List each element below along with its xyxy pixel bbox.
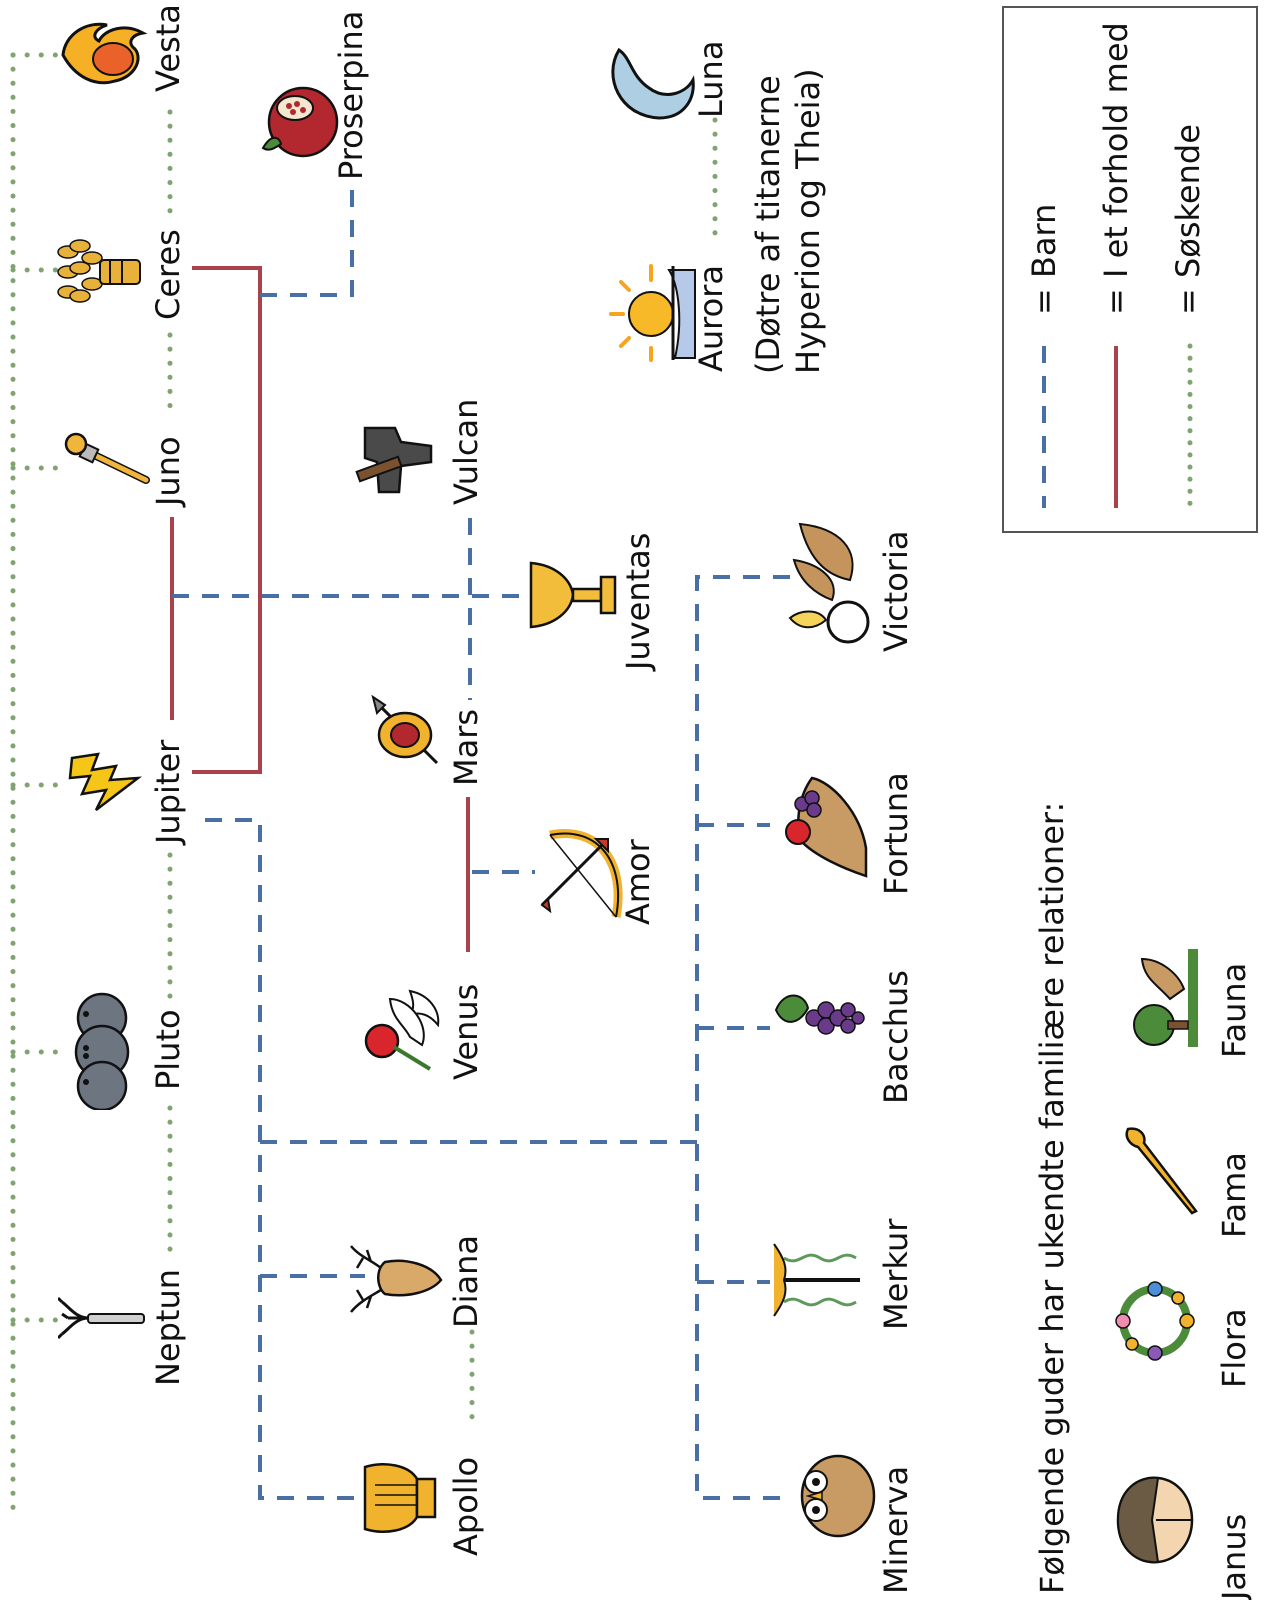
chariot-icon	[788, 522, 870, 644]
cerberus-icon	[74, 992, 130, 1110]
two-faces-icon	[1116, 1476, 1194, 1564]
fawn-forest-icon	[1133, 949, 1198, 1047]
sibling-lines	[10, 52, 718, 1523]
trumpet-icon	[1125, 1127, 1198, 1215]
anvil-icon	[355, 426, 433, 494]
bow-arrow-icon	[540, 829, 623, 918]
spear-shield-icon	[371, 695, 439, 765]
goblet-icon	[529, 561, 617, 629]
relationship-lines	[170, 266, 470, 952]
trident-icon	[58, 1296, 145, 1340]
pomegranate-icon	[261, 86, 339, 158]
relationship-jupiter-ceres	[192, 266, 262, 774]
legend-swatches	[1042, 343, 1193, 511]
wheat-icon	[57, 239, 141, 303]
lyre-icon	[363, 1463, 437, 1533]
flower-wreath-icon	[1115, 1281, 1195, 1361]
dove-rose-icon	[364, 989, 440, 1071]
scepter-icon	[64, 432, 150, 484]
sunrise-icon	[609, 264, 696, 362]
child-right-spine	[695, 575, 790, 1500]
lightning-icon	[68, 752, 143, 811]
child-jupiter-spine	[205, 818, 360, 1500]
owl-icon	[800, 1454, 876, 1538]
child-proserpina	[260, 178, 354, 297]
deer-icon	[350, 1245, 443, 1313]
legend	[1002, 6, 1258, 533]
child-lines	[172, 178, 790, 1500]
cornucopia-icon	[785, 776, 868, 878]
flame-icon	[61, 22, 148, 85]
moon-icon	[611, 47, 695, 120]
grapes-icon	[774, 994, 865, 1035]
caduceus-icon	[773, 1243, 860, 1317]
